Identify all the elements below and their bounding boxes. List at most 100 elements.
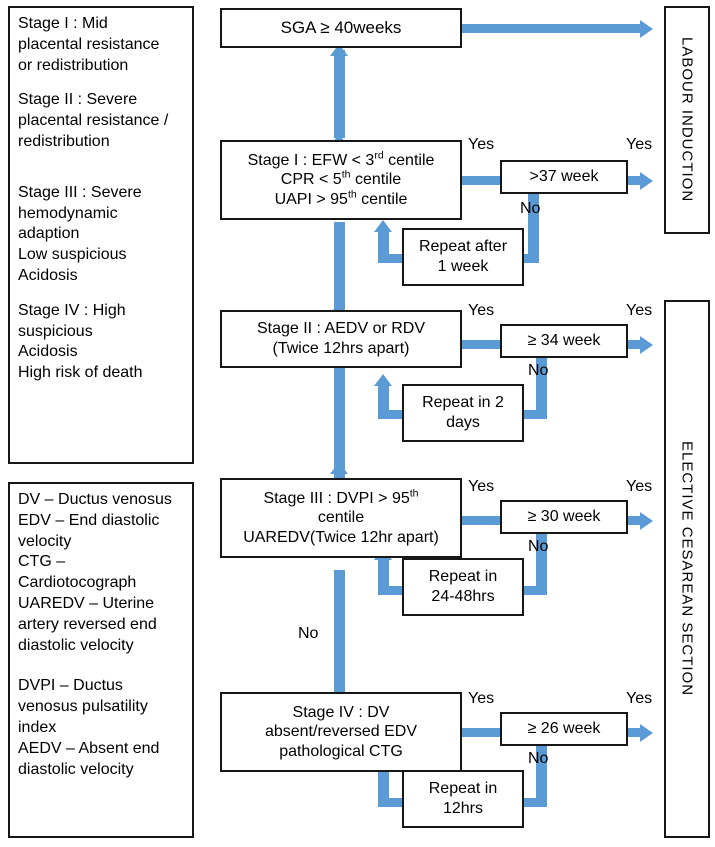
legend-abbrev-line: diastolic velocity bbox=[18, 636, 134, 654]
stage1-line3-sup: th bbox=[347, 188, 357, 201]
repeat3-line2: 24-48hrs bbox=[431, 588, 495, 605]
gate1-label: >37 week bbox=[529, 168, 599, 186]
outcome-elective-cesarean-section[interactable]: ELECTIVE CESAREAN SECTION bbox=[664, 300, 710, 838]
arrow-up-repeat1-icon bbox=[374, 220, 392, 232]
legend-abbrev-line: index bbox=[18, 718, 57, 736]
edge-stage2-to-gate2 bbox=[462, 340, 512, 349]
edge-gate1-yes-to-outcome bbox=[626, 176, 646, 185]
outcome-labour-induction[interactable]: LABOUR INDUCTION bbox=[664, 6, 710, 234]
repeat4-line1: Repeat in bbox=[428, 780, 498, 798]
legend-abbrev-line: DV – Ductus venosus bbox=[18, 491, 172, 508]
edge-gate4-yes-to-outcome bbox=[626, 728, 646, 737]
legend-abbrev-line: Cardiotocograph bbox=[18, 574, 137, 592]
gate3-label: ≥ 30 week bbox=[527, 508, 601, 526]
legend-stage-line: placental resistance bbox=[18, 35, 160, 53]
edge-label-no-gate3: No bbox=[528, 538, 549, 555]
edge-sga-to-outcome bbox=[462, 24, 644, 33]
stage3-line3: UAREDV(Twice 12hr apart) bbox=[243, 528, 439, 546]
edge-label-no-gate4: No bbox=[528, 750, 549, 767]
stage4-line1: Stage IV : DV bbox=[292, 703, 390, 721]
stage1-line1-sup: rd bbox=[374, 149, 384, 162]
edge-gate1-no-down bbox=[528, 192, 539, 262]
legend-stage-line: High risk of death bbox=[18, 364, 143, 382]
stage1-line1-b: centile bbox=[383, 151, 435, 169]
node-gate-30-week[interactable]: ≥ 30 week bbox=[500, 500, 628, 534]
stage3-line1-a: Stage III : DVPI > 95 bbox=[263, 489, 410, 507]
node-gate-37-week[interactable]: >37 week bbox=[500, 160, 628, 194]
edge-label-yes-stage1: Yes bbox=[468, 136, 495, 153]
legend-stage-line: or redistribution bbox=[18, 56, 129, 74]
legend-abbreviations-box: DV – Ductus venosus EDV – End diastolic … bbox=[8, 482, 194, 838]
node-gate-26-week[interactable]: ≥ 26 week bbox=[500, 712, 628, 746]
edge-label-yes-gate2: Yes bbox=[626, 302, 653, 319]
edge-repeat3-left bbox=[378, 586, 412, 595]
edge-repeat3-up bbox=[378, 556, 389, 592]
legend-stages-box: Stage I : Mid placental resistance or re… bbox=[8, 6, 194, 464]
repeat2-line1: Repeat in 2 bbox=[422, 394, 504, 412]
repeat1-line1: Repeat after bbox=[418, 238, 508, 256]
legend-stage-line: Low suspicious bbox=[18, 246, 127, 264]
spine-stage1-to-sga bbox=[334, 50, 345, 138]
edge-label-yes-stage2: Yes bbox=[468, 302, 495, 319]
repeat2-line2: days bbox=[446, 414, 480, 431]
legend-stage-line: Stage I : Mid bbox=[18, 15, 108, 32]
edge-gate3-no-down bbox=[536, 532, 547, 594]
legend-stage-line: suspicious bbox=[18, 322, 93, 340]
arrow-up-into-stage3-icon bbox=[330, 462, 348, 474]
edge-label-no-gate1: No bbox=[520, 200, 541, 217]
edge-repeat4-left bbox=[378, 798, 412, 807]
edge-gate3-yes-to-outcome bbox=[626, 516, 646, 525]
spine-stage2-to-stage1 bbox=[334, 222, 345, 314]
edge-label-no-gate2: No bbox=[528, 362, 549, 379]
stage3-line2: centile bbox=[317, 509, 365, 527]
node-sga-label: SGA ≥ 40weeks bbox=[280, 17, 402, 37]
edge-label-yes-gate1: Yes bbox=[626, 136, 653, 153]
stage2-line1: Stage II : AEDV or RDV bbox=[256, 320, 426, 338]
edge-stage3-to-gate3 bbox=[462, 516, 512, 525]
edge-label-yes-gate3: Yes bbox=[626, 478, 653, 495]
node-gate-34-week[interactable]: ≥ 34 week bbox=[500, 324, 628, 358]
edge-gate2-yes-to-outcome bbox=[626, 340, 646, 349]
edge-label-yes-stage3: Yes bbox=[468, 478, 495, 495]
legend-stage-line: Stage II : Severe bbox=[18, 91, 138, 109]
stage1-line2-b: centile bbox=[350, 171, 402, 189]
arrow-up-repeat2-icon bbox=[374, 374, 392, 386]
node-repeat-12hrs[interactable]: Repeat in 12hrs bbox=[402, 770, 524, 828]
node-stage-1[interactable]: Stage I : EFW < 3rd centile CPR < 5th ce… bbox=[220, 140, 462, 220]
legend-abbrev-line: DVPI – Ductus bbox=[18, 677, 123, 695]
legend-stage-line: redistribution bbox=[18, 132, 110, 150]
node-stage-2[interactable]: Stage II : AEDV or RDV (Twice 12hrs apar… bbox=[220, 310, 462, 368]
repeat4-line2: 12hrs bbox=[442, 800, 484, 817]
node-repeat-2-days[interactable]: Repeat in 2 days bbox=[402, 384, 524, 442]
outcome-labour-induction-label: LABOUR INDUCTION bbox=[678, 37, 696, 203]
edge-repeat2-left bbox=[378, 410, 412, 419]
node-repeat-24-48hrs[interactable]: Repeat in 24-48hrs bbox=[402, 558, 524, 616]
edge-gate2-no-down bbox=[536, 356, 547, 418]
edge-stage4-to-gate4 bbox=[462, 728, 512, 737]
stage1-line3-a: UAPI > 95 bbox=[274, 190, 348, 208]
repeat1-line2: 1 week bbox=[437, 258, 489, 275]
edge-gate4-no-down bbox=[536, 744, 547, 806]
repeat3-line1: Repeat in bbox=[428, 568, 498, 586]
node-sga[interactable]: SGA ≥ 40weeks bbox=[220, 8, 462, 48]
legend-stage-line: placental resistance / bbox=[18, 112, 169, 130]
gate4-label: ≥ 26 week bbox=[527, 720, 601, 738]
gate2-label: ≥ 34 week bbox=[527, 332, 601, 350]
outcome-elective-cesarean-label: ELECTIVE CESAREAN SECTION bbox=[678, 441, 696, 697]
node-repeat-1-week[interactable]: Repeat after 1 week bbox=[402, 228, 524, 286]
legend-stage-line: Stage III : Severe bbox=[18, 183, 142, 201]
stage4-line2: absent/reversed EDV bbox=[264, 723, 418, 741]
node-stage-4[interactable]: Stage IV : DV absent/reversed EDV pathol… bbox=[220, 692, 462, 772]
arrow-right-sga-icon bbox=[640, 20, 653, 38]
legend-stage-line: adaption bbox=[18, 225, 80, 243]
node-stage-3[interactable]: Stage III : DVPI > 95th centile UAREDV(T… bbox=[220, 478, 462, 558]
stage3-line1-sup: th bbox=[409, 487, 419, 500]
stage1-line1-a: Stage I : EFW < 3 bbox=[247, 151, 375, 169]
stage1-line2-sup: th bbox=[341, 168, 351, 181]
legend-stage-line: Acidosis bbox=[18, 343, 78, 361]
edge-repeat1-left bbox=[378, 254, 412, 263]
legend-abbrev-line: CTG – bbox=[18, 553, 66, 571]
edge-stage1-to-gate1 bbox=[462, 176, 502, 185]
arrow-right-gate4-icon bbox=[640, 724, 653, 742]
